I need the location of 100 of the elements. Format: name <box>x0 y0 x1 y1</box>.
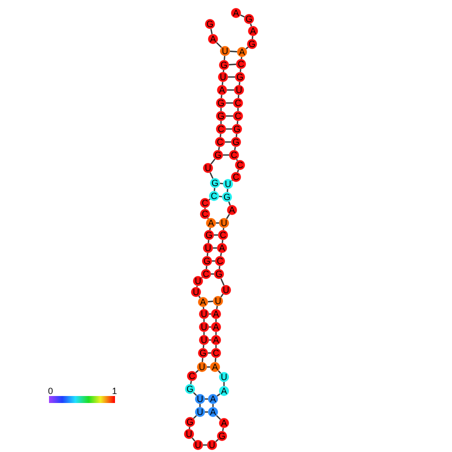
nucleotide-circle: C <box>236 59 246 69</box>
backbone-line <box>236 170 240 172</box>
scale-tick-label: 0 <box>48 386 54 396</box>
nucleotide-circle: U <box>195 407 205 417</box>
backbone-line <box>207 218 209 220</box>
nucleotide-circle: A <box>217 243 227 253</box>
nucleotide-circle: U <box>197 362 207 372</box>
nucleotide-circle: G <box>210 178 220 188</box>
nucleotide-circle: A <box>208 407 218 417</box>
nucleotide-circle: U <box>199 309 209 319</box>
nucleotide-circle: C <box>218 230 228 240</box>
nucleotide-circle: U <box>199 322 209 332</box>
backbone-line <box>220 252 222 256</box>
nucleotide-circle: A <box>231 8 241 18</box>
nucleotide-circle: G <box>216 111 226 121</box>
nucleotide-circle: C <box>215 256 225 266</box>
nucleotide-circle: A <box>206 218 216 228</box>
nucleotide-circle: U <box>199 335 209 345</box>
nucleotide-circle: A <box>219 386 229 396</box>
backbone-line <box>226 214 230 220</box>
nucleotide-circle: G <box>217 431 227 441</box>
nucleotide-circle: G <box>185 417 195 427</box>
backbone-line <box>190 380 192 384</box>
nucleotide-circle: G <box>213 150 223 160</box>
backbone-line <box>216 306 218 310</box>
nucleotide-circle: U <box>213 296 223 306</box>
nucleotide-circle: C <box>231 172 241 182</box>
nucleotide-circle: U <box>223 179 233 189</box>
nucleotide-circle: C <box>215 137 225 147</box>
nucleotide-circle: G <box>205 19 215 29</box>
nucleotide-circle: G <box>232 124 242 134</box>
backbone-line <box>250 24 252 26</box>
nucleotide-circle: U <box>195 394 205 404</box>
backbone-line <box>210 28 213 34</box>
nucleotide-circle: A <box>211 309 221 319</box>
nucleotide-circle: C <box>187 371 197 381</box>
nucleotide-circle: C <box>229 150 239 160</box>
backbone-line <box>234 146 236 150</box>
backbone-line <box>204 208 206 209</box>
nucleotide-circle: A <box>248 26 258 36</box>
nucleotide-circle: A <box>198 297 208 307</box>
nucleotide-circle: A <box>208 34 218 44</box>
nucleotide-circle: A <box>211 335 221 345</box>
base-pair-line <box>230 50 238 52</box>
nucleotide-circle: U <box>193 276 203 286</box>
backbone-line <box>240 14 245 18</box>
nucleotide-circle: C <box>209 191 219 201</box>
nucleotide-circle: U <box>203 163 213 173</box>
nucleotide-circle: U <box>220 46 230 56</box>
nucleotide-circle: G <box>235 72 245 82</box>
nucleotide-circle: A <box>211 322 221 332</box>
nucleotide-circle: G <box>216 98 226 108</box>
nucleotide-circle: G <box>244 14 254 24</box>
backbone-line <box>198 296 201 298</box>
nucleotide-circle: G <box>204 230 214 240</box>
backbone-line <box>210 172 214 179</box>
nucleotide-circle: U <box>218 72 228 82</box>
nucleotide-circle: A <box>237 47 247 57</box>
nucleotide-circle: G <box>222 192 232 202</box>
backbone-line <box>218 146 220 150</box>
nucleotide-circle: U <box>191 287 201 297</box>
nucleotide-circle: A <box>217 85 227 95</box>
nucleotide-circle: C <box>233 111 243 121</box>
nucleotide-circle: C <box>200 209 210 219</box>
base-pair-line <box>208 300 214 302</box>
nucleotide-circle: C <box>216 124 226 134</box>
nucleotide-circle: G <box>198 348 208 358</box>
nucleotide-circle: U <box>207 440 217 450</box>
nucleotide-circle: C <box>235 160 245 170</box>
nucleotide-circle: A <box>210 362 220 372</box>
backbone-line <box>231 180 233 182</box>
backbone-line <box>201 276 203 278</box>
nucleotide-circle: A <box>219 418 229 428</box>
nucleotide-circle: C <box>233 98 243 108</box>
nucleotide-circle: G <box>214 269 224 279</box>
backbone-line <box>222 428 224 432</box>
nucleotide-circle: G <box>202 256 212 266</box>
nucleotide-circle: U <box>219 218 229 228</box>
backbone-line <box>196 286 198 288</box>
nucleotide-circle: G <box>219 60 229 70</box>
nucleotide-circle: U <box>219 372 229 382</box>
nucleotide-circle: G <box>247 39 257 49</box>
nucleotide-circle: U <box>203 243 213 253</box>
scale-tick-label: 1 <box>112 386 118 396</box>
nucleotide-circle: U <box>184 429 194 439</box>
nucleotide-circle: G <box>231 137 241 147</box>
nucleotide-circle: A <box>208 394 218 404</box>
nucleotide-circle: U <box>221 285 231 295</box>
nucleotide-circle: U <box>234 85 244 95</box>
nucleotide-circle: C <box>200 198 210 208</box>
nucleotide-circle: A <box>227 205 237 215</box>
backbone-line <box>209 228 211 230</box>
backbone-line <box>220 278 225 286</box>
nucleotide-circle: G <box>185 384 195 394</box>
backbone-line <box>210 158 216 164</box>
nucleotide-circle: U <box>193 440 203 450</box>
nucleotide-circle: C <box>211 348 221 358</box>
nucleotide-circle: C <box>201 269 211 279</box>
backbone-line <box>192 437 196 442</box>
base-pair-line <box>228 64 236 66</box>
